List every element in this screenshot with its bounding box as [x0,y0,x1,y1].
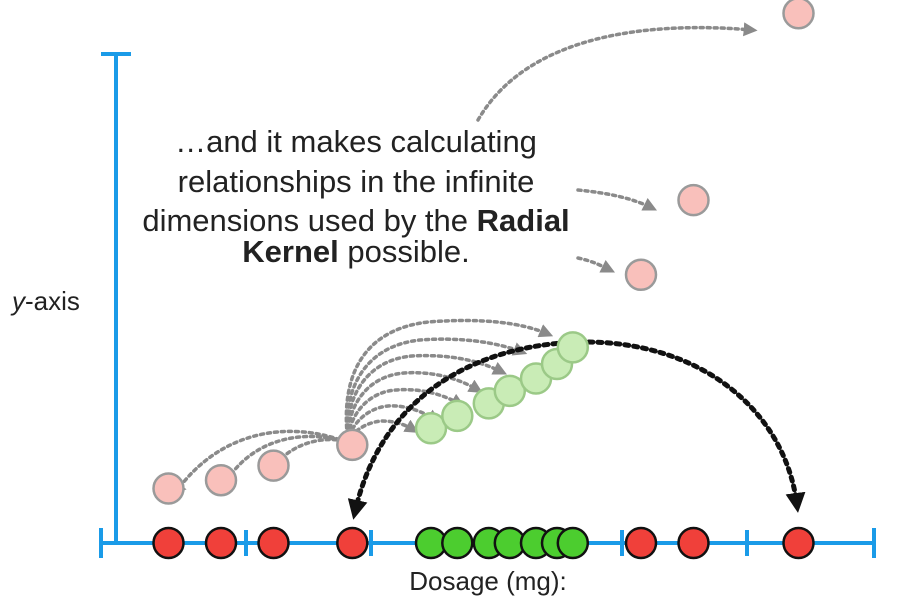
arrow-right-4 [346,370,483,444]
projected-points [152,0,815,505]
caption-line-2: relationships in the infinite [178,164,535,199]
projected-green-point [556,331,590,364]
projected-red-point [624,258,658,292]
red-dosage-point [336,526,369,560]
arrow-right-2 [345,337,528,444]
projected-green-point [414,412,448,445]
original-points [152,526,815,560]
projected-red-point [204,463,238,497]
caption-line-3: dimensions used by the Radial [142,203,569,238]
projected-green-point [493,374,527,408]
green-dosage-point [556,526,590,560]
arrow-right-6 [346,404,441,444]
projected-green-point [441,399,474,433]
projected-red-point [677,183,710,217]
red-dosage-point [204,526,238,560]
arrow-to-point-a [576,188,658,211]
green-dosage-point [441,526,474,560]
y-axis-label-y: y [10,286,27,316]
red-dosage-point [624,526,658,560]
projected-red-point [152,472,185,505]
red-dosage-point [257,526,290,560]
red-dosage-point [677,526,710,560]
caption-line-4-text: possible. [339,234,470,269]
arrow-right-1 [344,318,554,444]
arrow-to-top-point [476,22,758,122]
arrow-to-point-b [576,256,616,273]
arrow-left-1 [172,429,348,497]
projected-red-point [336,428,369,462]
y-axis-label: y-axis [10,286,80,316]
projected-red-point [782,0,815,30]
caption-radial-bold: Radial [477,203,570,238]
projected-red-point [257,449,290,482]
x-axis-label: Dosage (mg): [409,566,567,596]
arrow-right-5 [346,387,465,444]
red-dosage-point [152,526,185,560]
y-axis-label-rest: -axis [25,286,80,316]
caption-line-4: Kernel possible. [242,234,469,269]
caption-line-3-text: dimensions used by the [142,203,476,238]
red-dosage-point [782,526,815,560]
caption-line-1: …and it makes calculating [175,124,537,159]
caption-kernel-bold: Kernel [242,234,338,269]
